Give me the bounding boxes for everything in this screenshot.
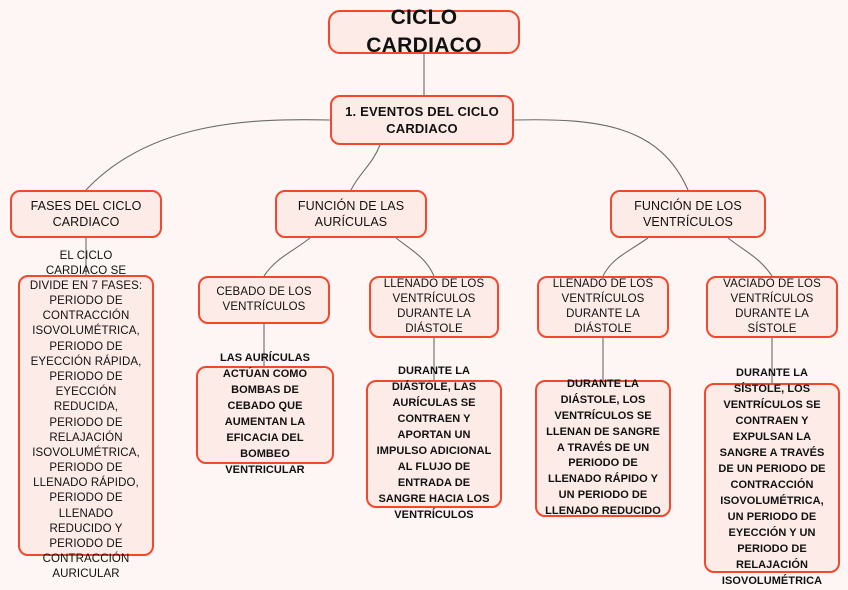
node-llenado-ventriculos[interactable]: LLENADO DE LOS VENTRÍCULOS DURANTE LA DI… xyxy=(537,276,669,338)
node-vaciado[interactable]: VACIADO DE LOS VENTRÍCULOS DURANTE LA SÍ… xyxy=(706,276,838,338)
node-fases[interactable]: FASES DEL CICLO CARDIACO xyxy=(10,190,162,238)
node-llenado-auriculas[interactable]: LLENADO DE LOS VENTRÍCULOS DURANTE LA DI… xyxy=(369,276,499,338)
node-label-eventos: 1. EVENTOS DEL CICLO CARDIACO xyxy=(345,103,499,136)
node-label-vaciado-detalle: DURANTE LA SÍSTOLE, LOS VENTRÍCULOS SE C… xyxy=(718,367,826,587)
node-cebado-detalle[interactable]: LAS AURÍCULAS ACTÚAN COMO BOMBAS DE CEBA… xyxy=(196,352,334,476)
node-label-funcion-auriculas: FUNCIÓN DE LAS AURÍCULAS xyxy=(297,198,405,230)
node-vaciado-detalle[interactable]: DURANTE LA SÍSTOLE, LOS VENTRÍCULOS SE C… xyxy=(704,367,840,587)
node-fases-detalle[interactable]: EL CICLO CARDIACO SE DIVIDE EN 7 FASES: … xyxy=(18,250,154,580)
node-label-root: CICLO CARDIACO xyxy=(366,6,482,57)
node-llenado-ventriculos-detalle[interactable]: DURANTE LA DIÁSTOLE, LOS VENTRÍCULOS SE … xyxy=(535,377,671,518)
node-label-llenado-ventriculos: LLENADO DE LOS VENTRÍCULOS DURANTE LA DI… xyxy=(552,277,654,336)
node-label-funcion-ventriculos: FUNCIÓN DE LOS VENTRÍCULOS xyxy=(634,198,742,230)
node-label-llenado-auriculas-detalle: DURANTE LA DIÁSTOLE, LAS AURÍCULAS SE CO… xyxy=(376,365,492,521)
node-eventos[interactable]: 1. EVENTOS DEL CICLO CARDIACO xyxy=(330,95,514,145)
node-funcion-ventriculos[interactable]: FUNCIÓN DE LOS VENTRÍCULOS xyxy=(610,190,766,238)
node-label-fases: FASES DEL CICLO CARDIACO xyxy=(30,198,142,230)
node-llenado-auriculas-detalle[interactable]: DURANTE LA DIÁSTOLE, LAS AURÍCULAS SE CO… xyxy=(366,365,502,521)
connector-eventos-to-funcion-ventriculos xyxy=(513,119,689,191)
connector-eventos-to-fases xyxy=(85,119,331,191)
node-cebado[interactable]: CEBADO DE LOS VENTRÍCULOS xyxy=(198,276,330,324)
node-funcion-auriculas[interactable]: FUNCIÓN DE LAS AURÍCULAS xyxy=(275,190,427,238)
node-label-llenado-ventriculos-detalle: DURANTE LA DIÁSTOLE, LOS VENTRÍCULOS SE … xyxy=(545,377,661,518)
connector-eventos-to-funcion-auriculas xyxy=(350,144,381,191)
connector-funcion-ventriculos-to-llenado-ventriculos xyxy=(602,237,649,277)
node-label-vaciado: VACIADO DE LOS VENTRÍCULOS DURANTE LA SÍ… xyxy=(723,277,821,336)
node-root[interactable]: CICLO CARDIACO xyxy=(328,6,520,57)
connector-funcion-auriculas-to-cebado xyxy=(263,237,311,277)
connector-funcion-auriculas-to-llenado-auriculas xyxy=(395,237,435,277)
node-label-fases-detalle: EL CICLO CARDIACO SE DIVIDE EN 7 FASES: … xyxy=(29,249,143,581)
node-label-cebado-detalle: LAS AURÍCULAS ACTÚAN COMO BOMBAS DE CEBA… xyxy=(219,352,311,476)
node-label-cebado: CEBADO DE LOS VENTRÍCULOS xyxy=(216,285,312,313)
node-label-llenado-auriculas: LLENADO DE LOS VENTRÍCULOS DURANTE LA DI… xyxy=(383,277,485,336)
connector-funcion-ventriculos-to-vaciado xyxy=(727,237,773,277)
